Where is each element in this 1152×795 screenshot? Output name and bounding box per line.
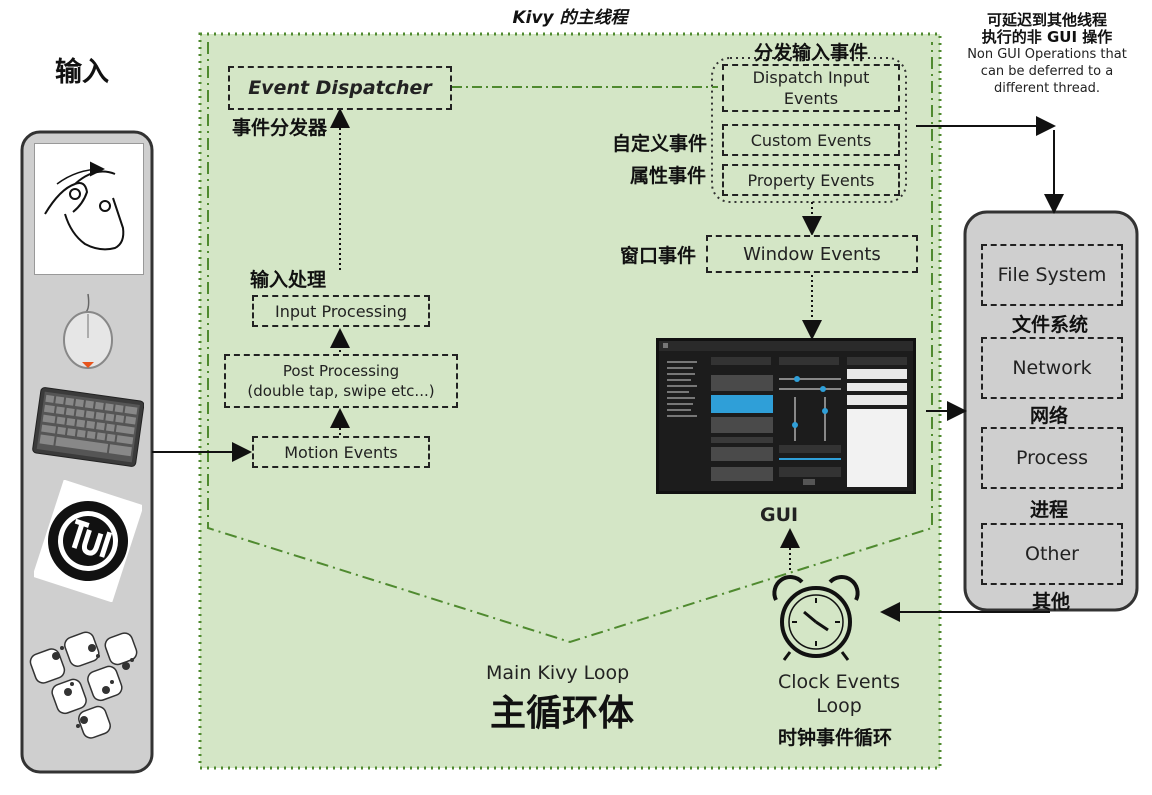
gui-label: GUI bbox=[760, 504, 799, 526]
non-gui-heading-cn-1: 可延迟到其他线程 bbox=[986, 11, 1107, 29]
title-kivy-main-thread: Kivy 的主线程 bbox=[512, 8, 628, 28]
property-events-cn-label: 属性事件 bbox=[630, 165, 707, 187]
gui-active-button bbox=[711, 395, 773, 413]
process-box: Process bbox=[981, 427, 1123, 489]
main-loop-label: Main Kivy Loop bbox=[486, 662, 630, 684]
property-events-box: Property Events bbox=[722, 164, 900, 196]
file-system-cn-label: 文件系统 bbox=[1012, 314, 1089, 336]
window-events-box: Window Events bbox=[706, 235, 918, 273]
post-processing-title: Post Processing bbox=[282, 362, 400, 380]
fiducial-markers-icon bbox=[26, 622, 150, 740]
tuio-logo-icon bbox=[32, 479, 144, 603]
custom-events-box: Custom Events bbox=[722, 124, 900, 156]
dispatch-input-line1: Dispatch Input bbox=[752, 68, 870, 87]
clock-events-cn-label: 时钟事件循环 bbox=[778, 727, 893, 749]
other-cn-label: 其他 bbox=[1032, 591, 1071, 613]
process-cn-label: 进程 bbox=[1030, 499, 1069, 521]
mouse-icon bbox=[58, 292, 118, 372]
event-dispatcher-cn-label: 事件分发器 bbox=[232, 117, 328, 139]
clock-events-loop-label: Clock Events Loop bbox=[774, 670, 904, 718]
input-processing-cn-label: 输入处理 bbox=[250, 269, 327, 291]
dispatch-input-line2: Events bbox=[783, 89, 839, 108]
non-gui-heading-en-1: Non GUI Operations that bbox=[967, 47, 1127, 62]
clock-events-line1: Clock Events bbox=[778, 671, 900, 693]
clock-events-line2: Loop bbox=[816, 695, 862, 717]
non-gui-heading-en-3: different thread. bbox=[993, 81, 1101, 96]
post-processing-box: Post Processing (double tap, swipe etc..… bbox=[224, 354, 458, 408]
network-box: Network bbox=[981, 337, 1123, 399]
main-loop-cn-label: 主循环体 bbox=[490, 693, 635, 734]
input-heading: 输入 bbox=[55, 57, 109, 88]
non-gui-heading: 可延迟到其他线程 执行的非 GUI 操作 Non GUI Operations … bbox=[952, 12, 1142, 97]
non-gui-heading-en-2: can be deferred to a bbox=[980, 64, 1114, 79]
event-dispatcher-box: Event Dispatcher bbox=[228, 66, 452, 110]
dispatch-input-events-box: Dispatch Input Events bbox=[722, 64, 900, 112]
input-processing-box: Input Processing bbox=[252, 295, 430, 327]
other-box: Other bbox=[981, 523, 1123, 585]
main-loop-outline bbox=[207, 42, 933, 644]
motion-events-box: Motion Events bbox=[252, 436, 430, 468]
dispatch-input-cn-label: 分发输入事件 bbox=[754, 42, 869, 64]
network-cn-label: 网络 bbox=[1030, 405, 1069, 427]
keyboard-icon bbox=[32, 384, 145, 474]
dispatch-group bbox=[711, 57, 907, 203]
custom-events-cn-label: 自定义事件 bbox=[612, 133, 708, 155]
gui-screenshot bbox=[656, 338, 916, 494]
file-system-box: File System bbox=[981, 244, 1123, 306]
window-events-cn-label: 窗口事件 bbox=[620, 245, 697, 267]
non-gui-heading-cn-2: 执行的非 GUI 操作 bbox=[981, 28, 1113, 46]
post-processing-subtitle: (double tap, swipe etc...) bbox=[247, 382, 435, 400]
alarm-clock-icon bbox=[766, 572, 866, 664]
touch-gesture-icon bbox=[34, 143, 144, 275]
